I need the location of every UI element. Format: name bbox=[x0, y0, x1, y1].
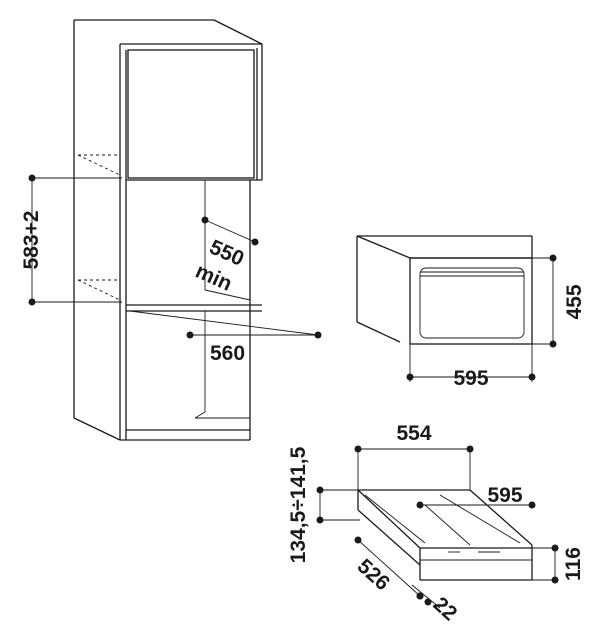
label-595-oven: 595 bbox=[453, 367, 488, 390]
tall-cabinet bbox=[73, 19, 263, 441]
dim-cabinet-height: 583+2 bbox=[20, 174, 122, 306]
dim-drawer-depth: 526 bbox=[353, 536, 424, 600]
dim-drawer-height: 116 bbox=[532, 544, 585, 584]
dim-oven-width: 595 bbox=[406, 344, 536, 390]
dim-cabinet-width: 560 bbox=[129, 310, 322, 365]
label-526: 526 bbox=[353, 555, 394, 596]
dim-drawer-front: 22 bbox=[411, 584, 462, 626]
label-583: 583+2 bbox=[20, 211, 43, 270]
oven bbox=[356, 235, 533, 345]
dim-drawer-outer-width: 595 bbox=[416, 484, 536, 509]
label-134: 134,5÷141,5 bbox=[287, 446, 310, 563]
dim-drawer-inner-width: 554 bbox=[354, 422, 474, 490]
dim-drawer-niche-height: 134,5÷141,5 bbox=[287, 446, 360, 563]
label-116: 116 bbox=[562, 547, 585, 581]
label-455: 455 bbox=[563, 284, 586, 319]
label-554: 554 bbox=[396, 422, 431, 445]
warming-drawer bbox=[357, 489, 533, 581]
dim-oven-height: 455 bbox=[532, 254, 586, 348]
dim-cabinet-depth: 550 min bbox=[192, 216, 259, 296]
label-22: 22 bbox=[429, 593, 462, 626]
label-560: 560 bbox=[210, 342, 245, 365]
label-595-drawer: 595 bbox=[487, 484, 522, 507]
